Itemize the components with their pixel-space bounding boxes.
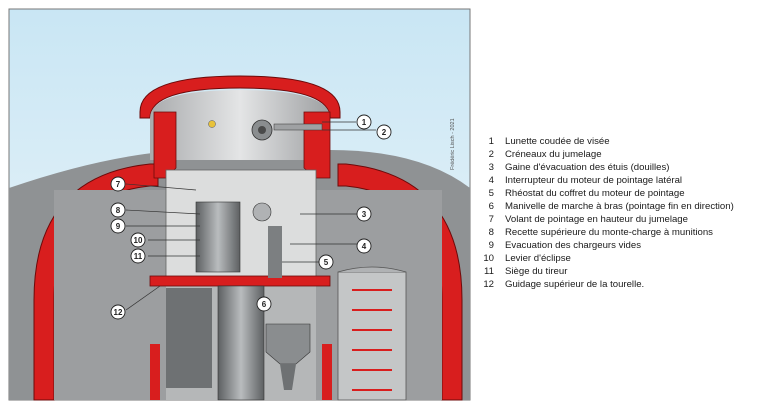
cupola-armour-roof: [139, 75, 341, 119]
guide-ring: [149, 275, 331, 287]
legend-item-number: 2: [488, 149, 494, 160]
central-shaft: [217, 285, 265, 401]
legend-item-text: Manivelle de marche à bras (pointage fin…: [505, 201, 734, 212]
legend-item-number: 1: [488, 136, 494, 147]
legend-item-number: 7: [488, 214, 494, 225]
callout-marker-10: [130, 232, 146, 248]
lamp: [208, 120, 216, 128]
callout-marker-12: [110, 304, 126, 320]
legend-item-number: 8: [488, 227, 494, 238]
legend-item-number: 5: [488, 188, 494, 199]
turret-body: [165, 169, 317, 281]
cupola-wall-left-red: [153, 111, 177, 179]
legend-item-number: 12: [483, 279, 494, 290]
legend-item: 12 Guidage supérieur de la tourelle.: [482, 278, 734, 291]
legend-item: 11 Siège du tireur: [482, 265, 734, 278]
legend-item: 8 Recette supérieure du monte-charge à mu…: [482, 226, 734, 239]
legend-item: 1 Lunette coudée de visée: [482, 135, 734, 148]
legend-item-text: Guidage supérieur de la tourelle.: [505, 279, 645, 290]
legend-item-text: Rhéostat du coffret du moteur de pointag…: [505, 188, 685, 199]
legend-item-number: 11: [484, 266, 494, 277]
legend-item: 2 Créneaux du jumelage: [482, 148, 734, 161]
legend-item-text: Volant de pointage en hauteur du jumelag…: [505, 214, 688, 225]
callout-marker-9: [110, 218, 126, 234]
callout-label-3: 3: [362, 210, 367, 219]
callout-label-12: 12: [114, 308, 123, 317]
legend-item: 10 Levier d'éclipse: [482, 252, 734, 265]
callout-label-4: 4: [362, 242, 367, 251]
callout-label-2: 2: [382, 128, 387, 137]
callout-label-9: 9: [116, 222, 121, 231]
legend-item-text: Gaine d'évacuation des étuis (douilles): [505, 162, 670, 173]
callout-marker-5: [318, 254, 334, 270]
lower-wall-left: [150, 344, 160, 400]
sight-tube: [273, 123, 323, 131]
lower-wall-right: [322, 344, 332, 400]
legend-item: 4 Interrupteur du moteur de pointage laté…: [482, 174, 734, 187]
callout-label-6: 6: [262, 300, 267, 309]
callout-marker-1: [356, 114, 372, 130]
callout-marker-11: [130, 248, 146, 264]
legend-item: 5 Rhéostat du coffret du moteur de pointa…: [482, 187, 734, 200]
callout-marker-2: [376, 124, 392, 140]
callout-label-1: 1: [362, 118, 367, 127]
callout-label-8: 8: [116, 206, 121, 215]
legend-item-text: Evacuation des chargeurs vides: [505, 240, 641, 251]
callout-marker-4: [356, 238, 372, 254]
legend-item: 7 Volant de pointage en hauteur du jumela…: [482, 213, 734, 226]
legend-item: 9 Evacuation des chargeurs vides: [482, 239, 734, 252]
callout-marker-7: [110, 176, 126, 192]
credit-text: Frédéric Lisch - 2021: [450, 118, 456, 170]
lower-cone: [280, 364, 296, 390]
callout-label-10: 10: [134, 236, 143, 245]
handwheel: [252, 202, 272, 222]
legend-item-number: 6: [488, 201, 494, 212]
legend-list: 1 Lunette coudée de visée 2 Créneaux du jum…: [482, 135, 734, 291]
legend-item-number: 3: [488, 162, 494, 173]
legend-item: 3 Gaine d'évacuation des étuis (douilles): [482, 161, 734, 174]
legend-item: 6 Manivelle de marche à bras (pointage fi…: [482, 200, 734, 213]
callout-marker-8: [110, 202, 126, 218]
legend-item-text: Lunette coudée de visée: [505, 136, 610, 147]
callout-label-5: 5: [324, 258, 329, 267]
callout-label-7: 7: [116, 180, 121, 189]
callout-label-11: 11: [134, 252, 143, 261]
lower-gearbox: [265, 323, 311, 365]
lower-left-machinery: [166, 288, 212, 388]
legend-item-text: Siège du tireur: [505, 266, 568, 277]
callout-marker-3: [356, 206, 372, 222]
callout-marker-6: [256, 296, 272, 312]
legend-item-text: Recette supérieure du monte-charge à mun…: [505, 227, 713, 238]
legend-item-text: Levier d'éclipse: [505, 253, 571, 264]
legend-item-number: 4: [488, 175, 494, 186]
legend-item-number: 9: [488, 240, 494, 251]
ammo-hoist-cylinder: [195, 201, 241, 273]
legend-item-text: Interrupteur du moteur de pointage latér…: [505, 175, 683, 186]
control-column: [268, 226, 282, 278]
legend-item-number: 10: [483, 253, 494, 264]
ammo-rack: [337, 271, 407, 401]
cupola-chamber: [150, 90, 330, 160]
legend-item-text: Créneaux du jumelage: [505, 149, 602, 160]
